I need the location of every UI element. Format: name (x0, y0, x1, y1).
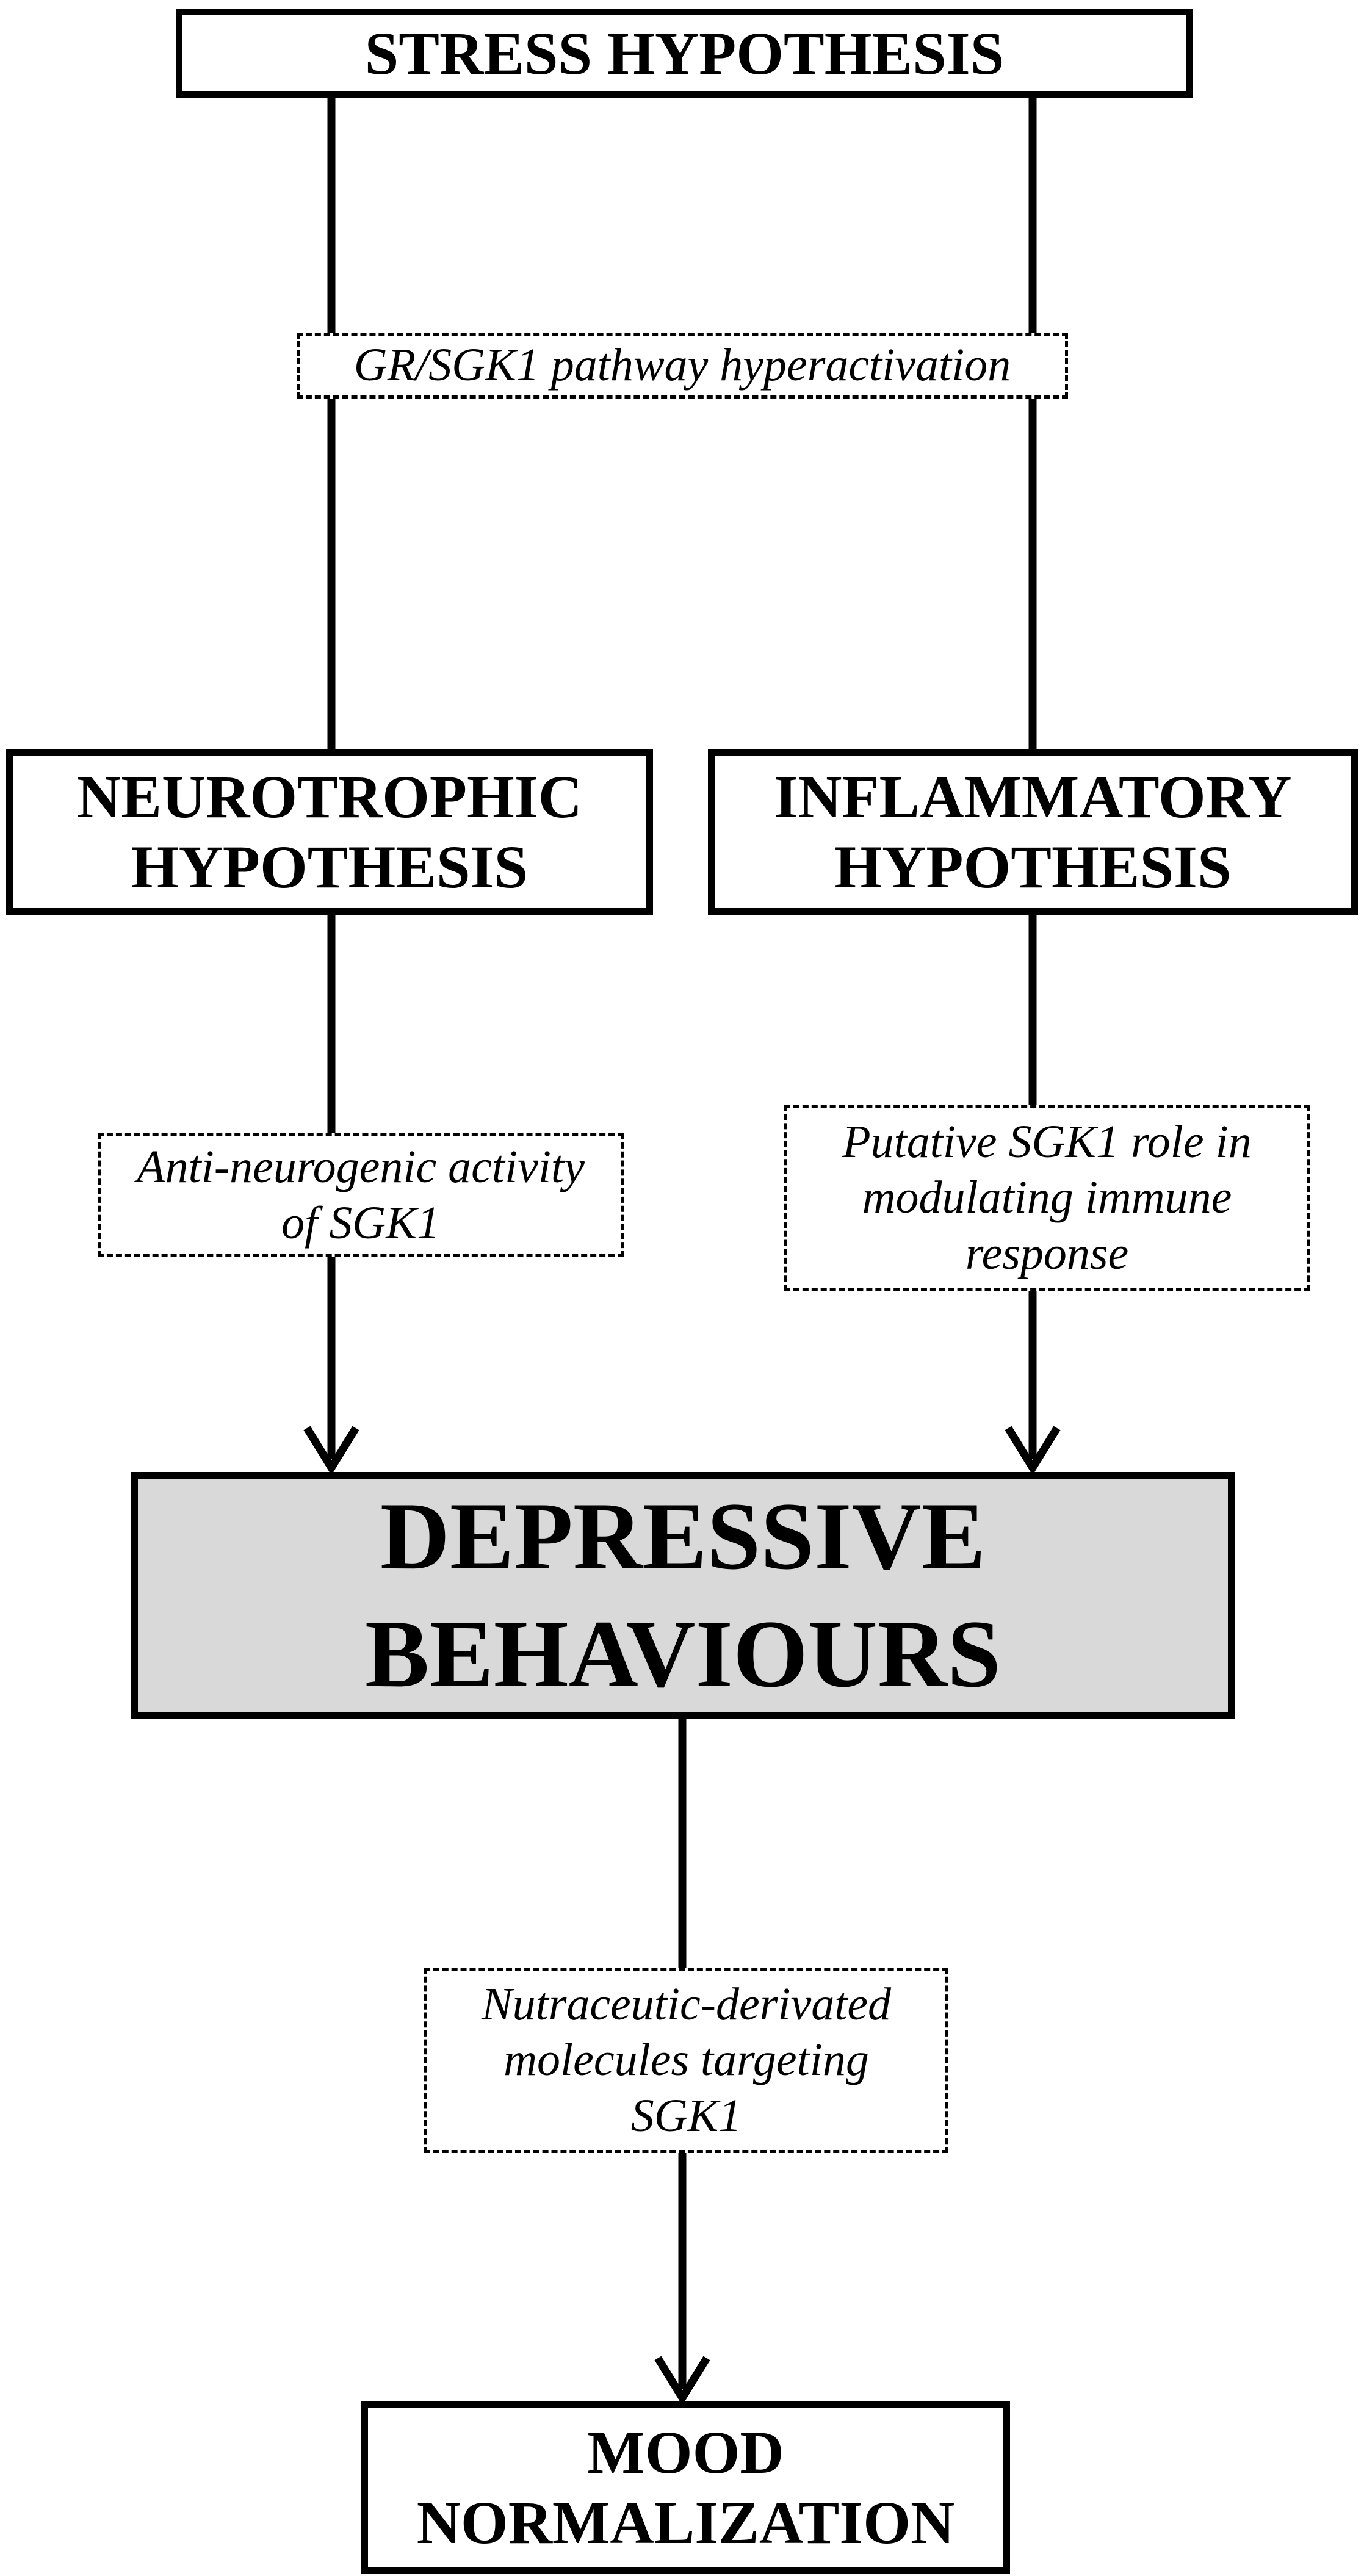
neurotrophic-label-line1: NEUROTROPHIC (77, 763, 582, 831)
mood-label-line1: MOOD (587, 2419, 784, 2486)
putative-role-text-line1: Putative SGK1 role in (842, 1116, 1252, 1168)
gr-sgk1-pathway-text: GR/SGK1 pathway hyperactivation (353, 339, 1011, 391)
depressive-label-line2: BEHAVIOURS (365, 1600, 1001, 1708)
stress-hypothesis-label: STRESS HYPOTHESIS (364, 19, 1005, 87)
mood-normalization-box: MOOD NORMALIZATION (361, 2401, 1010, 2574)
anti-neurogenic-text-line1: Anti-neurogenic activity (137, 1141, 585, 1193)
nutraceutic-text-line2: molecules targeting (503, 2034, 869, 2086)
arrowhead-neurotrophic (303, 1426, 359, 1476)
inflammatory-hypothesis-box: INFLAMMATORY HYPOTHESIS (708, 749, 1358, 915)
putative-role-text-line3: response (965, 1227, 1129, 1279)
nutraceutic-molecules-note: Nutraceutic-derivated molecules targetin… (424, 1968, 948, 2153)
anti-neurogenic-note: Anti-neurogenic activity of SGK1 (98, 1133, 624, 1257)
depressive-label-line1: DEPRESSIVE (380, 1482, 986, 1590)
neurotrophic-hypothesis-box: NEUROTROPHIC HYPOTHESIS (6, 749, 653, 915)
arrowhead-mood (654, 2356, 710, 2406)
nutraceutic-text-line3: SGK1 (630, 2090, 742, 2141)
inflammatory-label-line2: HYPOTHESIS (834, 833, 1232, 901)
depressive-behaviours-box: DEPRESSIVE BEHAVIOURS (131, 1472, 1235, 1719)
gr-sgk1-pathway-note: GR/SGK1 pathway hyperactivation (297, 333, 1068, 399)
nutraceutic-text-line1: Nutraceutic-derivated (481, 1979, 892, 2030)
putative-role-text-line2: modulating immune (862, 1172, 1232, 1224)
mood-label-line2: NORMALIZATION (416, 2489, 955, 2556)
inflammatory-label-line1: INFLAMMATORY (774, 763, 1292, 831)
arrowhead-inflammatory (1005, 1426, 1061, 1476)
anti-neurogenic-text-line2: of SGK1 (281, 1197, 440, 1249)
stress-hypothesis-box: STRESS HYPOTHESIS (176, 9, 1193, 98)
neurotrophic-label-line2: HYPOTHESIS (131, 833, 529, 901)
putative-sgk1-role-note: Putative SGK1 role in modulating immune … (784, 1105, 1310, 1291)
